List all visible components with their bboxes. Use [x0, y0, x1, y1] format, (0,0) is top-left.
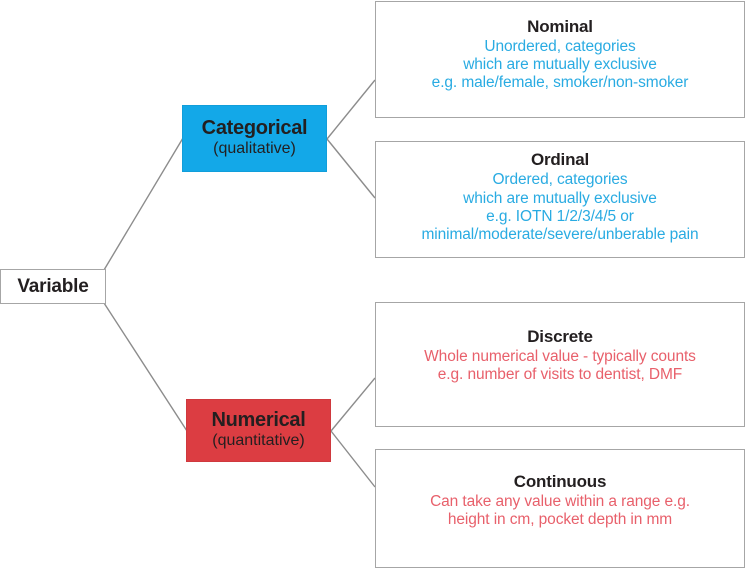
node-ordinal-line-2: which are mutually exclusive: [463, 189, 657, 207]
node-ordinal-line-1: Ordered, categories: [492, 171, 628, 189]
node-nominal-line-1: Unordered, categories: [484, 37, 636, 55]
connector-categorical-nominal: [326, 79, 376, 140]
node-continuous: Continuous Can take any value within a r…: [375, 449, 745, 568]
node-categorical: Categorical (qualitative): [182, 105, 327, 172]
node-discrete-description: Whole numerical value - typically counts…: [424, 348, 696, 385]
node-ordinal: Ordinal Ordered, categories which are mu…: [375, 141, 745, 258]
node-categorical-subtitle: (qualitative): [213, 140, 296, 158]
node-discrete-title: Discrete: [527, 326, 593, 346]
node-nominal-line-2: which are mutually exclusive: [463, 55, 657, 73]
node-continuous-line-2: height in cm, pocket depth in mm: [447, 511, 673, 528]
node-ordinal-line-4: minimal/moderate/severe/unberable pain: [421, 226, 699, 244]
connector-variable-numerical: [103, 302, 188, 432]
node-numerical-title: Numerical: [211, 409, 306, 432]
node-nominal-line-3: e.g. male/female, smoker/non-smoker: [431, 74, 689, 92]
node-nominal-description: Unordered, categories which are mutually…: [432, 38, 689, 93]
node-numerical-subtitle: (quantitative): [212, 432, 305, 450]
node-discrete-line-1: Whole numerical value - typically counts: [424, 347, 696, 365]
connector-variable-categorical: [103, 137, 184, 271]
node-ordinal-line-3: e.g. IOTN 1/2/3/4/5 or: [486, 208, 634, 225]
connector-numerical-continuous: [330, 430, 376, 488]
node-variable-label: Variable: [17, 275, 89, 297]
node-continuous-title: Continuous: [513, 471, 607, 491]
node-nominal: Nominal Unordered, categories which are …: [375, 1, 745, 118]
node-categorical-title: Categorical: [201, 117, 308, 140]
node-ordinal-title: Ordinal: [530, 150, 590, 170]
node-ordinal-description: Ordered, categories which are mutually e…: [421, 171, 698, 244]
connector-numerical-discrete: [330, 377, 376, 432]
node-continuous-description: Can take any value within a range e.g. h…: [430, 493, 690, 530]
node-variable: Variable: [0, 269, 106, 304]
connector-categorical-ordinal: [326, 138, 376, 199]
node-continuous-line-1: Can take any value within a range e.g.: [430, 492, 690, 510]
node-nominal-title: Nominal: [527, 16, 593, 36]
node-numerical: Numerical (quantitative): [186, 399, 331, 462]
node-discrete-line-2: e.g. number of visits to dentist, DMF: [437, 366, 683, 383]
node-discrete: Discrete Whole numerical value - typical…: [375, 302, 745, 427]
